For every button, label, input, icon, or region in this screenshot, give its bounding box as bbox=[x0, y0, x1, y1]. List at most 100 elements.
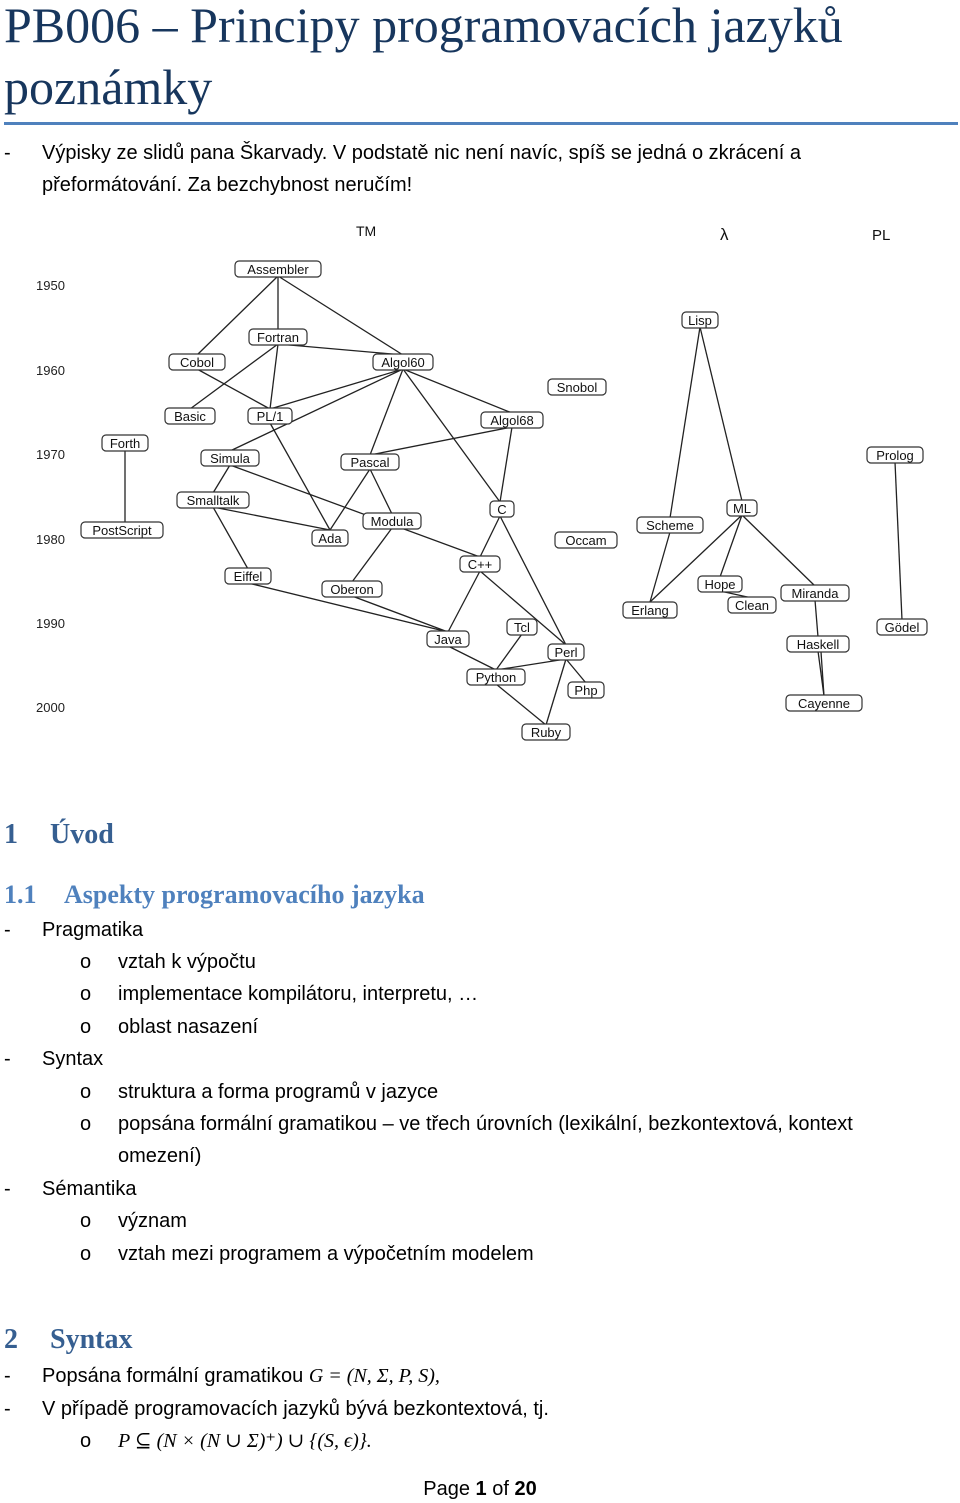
circle-bullet: o bbox=[80, 951, 92, 973]
node-box bbox=[636, 516, 704, 534]
diagram-node-clean: Clean bbox=[727, 596, 777, 614]
node-box bbox=[321, 580, 383, 598]
diagram-node-scheme: Scheme bbox=[636, 516, 704, 534]
language-history-diagram: TM λ PL 1950 1960 1970 1980 1990 2000 As… bbox=[36, 223, 928, 741]
intro-text-1: Výpisky ze slidů pana Škarvady. V podsta… bbox=[42, 142, 801, 164]
node-box bbox=[101, 434, 149, 452]
column-label-tm: TM bbox=[356, 223, 376, 239]
diagram-node-oberon: Oberon bbox=[321, 580, 383, 598]
circle-bullet: o bbox=[80, 983, 92, 1005]
node-label: Clean bbox=[735, 598, 769, 613]
dash-bullet: - bbox=[4, 1398, 11, 1420]
section-2-heading: 2 Syntax bbox=[4, 1323, 132, 1357]
section-2-number: 2 bbox=[4, 1324, 18, 1355]
node-box bbox=[506, 618, 538, 636]
node-label: ML bbox=[733, 501, 751, 516]
node-box bbox=[489, 500, 515, 518]
diagram-node-erlang: Erlang bbox=[622, 601, 678, 619]
diagram-node-occam: Occam bbox=[554, 531, 618, 549]
node-box bbox=[697, 575, 743, 593]
node-label: Hope bbox=[704, 577, 735, 592]
node-box bbox=[786, 635, 850, 653]
node-box bbox=[247, 407, 293, 425]
diagram-node-hope: Hope bbox=[697, 575, 743, 593]
column-label-lambda: λ bbox=[720, 225, 729, 244]
node-label: Miranda bbox=[792, 586, 840, 601]
circle-bullet: o bbox=[80, 1081, 92, 1103]
node-label: Tcl bbox=[514, 620, 530, 635]
circle-bullet: o bbox=[80, 1430, 92, 1452]
diagram-edges bbox=[124, 275, 903, 726]
node-label: Scheme bbox=[646, 518, 694, 533]
node-label: Oberon bbox=[330, 582, 373, 597]
diagram-node-snobol: Snobol bbox=[547, 378, 607, 396]
node-label: Erlang bbox=[631, 603, 669, 618]
node-box bbox=[340, 453, 400, 471]
node-box bbox=[168, 353, 226, 371]
diagram-node-perl: Perl bbox=[547, 643, 585, 661]
node-label: Occam bbox=[565, 533, 606, 548]
year-label: 1980 bbox=[36, 532, 65, 547]
node-box bbox=[727, 596, 777, 614]
node-box bbox=[681, 311, 719, 329]
node-box bbox=[547, 643, 585, 661]
list-subitem-text: popsána formální gramatikou – ve třech ú… bbox=[118, 1113, 853, 1135]
diagram-node-assembler: Assembler bbox=[234, 260, 322, 278]
list-subitem-text: vztah k výpočtu bbox=[118, 951, 256, 973]
node-label: Forth bbox=[110, 436, 140, 451]
list-subitem-text: význam bbox=[118, 1210, 187, 1232]
section-2-title: Syntax bbox=[50, 1324, 133, 1355]
list-item-label: Syntax bbox=[42, 1048, 104, 1070]
diagram-node-cobol: Cobol bbox=[168, 353, 226, 371]
section-1-1-title: Aspekty programovacího jazyka bbox=[64, 880, 425, 909]
node-label: Cayenne bbox=[798, 696, 850, 711]
node-box bbox=[234, 260, 322, 278]
node-label: Assembler bbox=[247, 262, 309, 277]
section-1-number: 1 bbox=[4, 819, 18, 850]
syntax-text: Popsána formální gramatikou bbox=[42, 1365, 309, 1387]
diagram-node-c-: C++ bbox=[459, 555, 501, 573]
list-subitem-text: struktura a forma programů v jazyce bbox=[118, 1081, 439, 1103]
node-box bbox=[164, 407, 216, 425]
syntax-text: V případě programovacích jazyků bývá bez… bbox=[42, 1398, 549, 1420]
node-box bbox=[426, 630, 470, 648]
node-box bbox=[547, 378, 607, 396]
node-label: PL/1 bbox=[257, 409, 284, 424]
diagram-node-algol68: Algol68 bbox=[480, 411, 544, 429]
node-box bbox=[311, 529, 349, 547]
circle-bullet: o bbox=[80, 1016, 92, 1038]
node-label: Php bbox=[574, 683, 597, 698]
diagram-node-c: C bbox=[489, 500, 515, 518]
dash-bullet: - bbox=[4, 1048, 11, 1070]
node-label: Algol68 bbox=[490, 413, 533, 428]
node-label: Java bbox=[434, 632, 462, 647]
year-label: 2000 bbox=[36, 700, 65, 715]
node-label: C bbox=[497, 502, 506, 517]
diagram-node-ml: ML bbox=[726, 499, 758, 517]
section-1-heading: 1 Úvod bbox=[4, 818, 114, 852]
diagram-node-eiffel: Eiffel bbox=[224, 567, 272, 585]
current-page-number: 1 bbox=[475, 1478, 487, 1500]
node-label: PostScript bbox=[92, 523, 152, 538]
diagram-node-miranda: Miranda bbox=[780, 584, 850, 602]
node-label: Gödel bbox=[885, 620, 920, 635]
list-subitem-text: implementace kompilátoru, interpretu, … bbox=[118, 983, 479, 1005]
diagram-node-ruby: Ruby bbox=[521, 723, 571, 741]
page-footer: Page 1 of 20 bbox=[0, 1476, 960, 1502]
total-page-count: 20 bbox=[514, 1478, 537, 1500]
year-label: 1960 bbox=[36, 363, 65, 378]
node-label: Eiffel bbox=[234, 569, 263, 584]
diagram-node-lisp: Lisp bbox=[681, 311, 719, 329]
footer-page-word: Page bbox=[423, 1478, 470, 1500]
node-box bbox=[200, 449, 260, 467]
list-item-label: Pragmatika bbox=[42, 919, 144, 941]
diagram-node-pl-1: PL/1 bbox=[247, 407, 293, 425]
node-label: Perl bbox=[554, 645, 577, 660]
node-label: Haskell bbox=[797, 637, 840, 652]
diagram-node-tcl: Tcl bbox=[506, 618, 538, 636]
list-item-label: Sémantika bbox=[42, 1178, 137, 1200]
node-label: Python bbox=[476, 670, 516, 685]
node-box bbox=[785, 694, 863, 712]
year-label: 1950 bbox=[36, 278, 65, 293]
